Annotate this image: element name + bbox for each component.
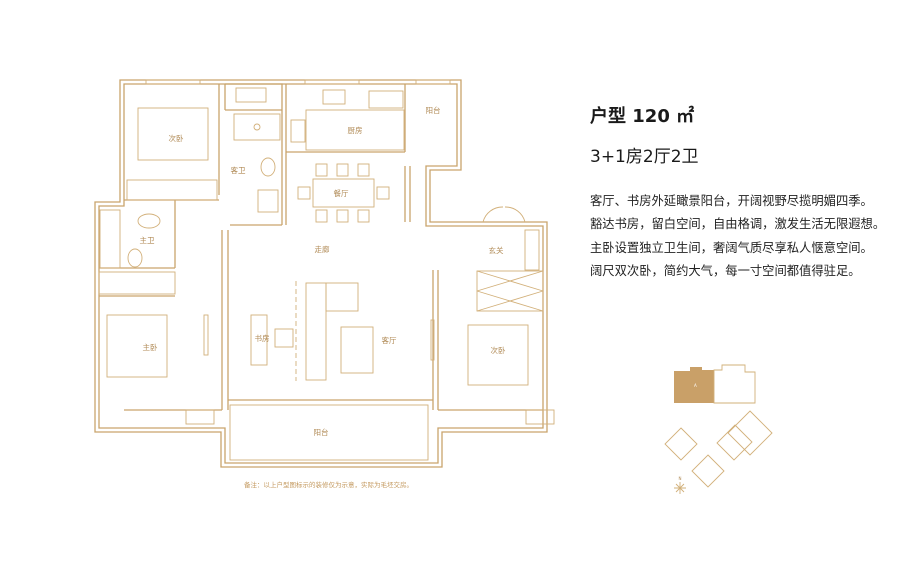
interior-walls xyxy=(99,83,543,411)
window xyxy=(415,79,451,85)
toilet xyxy=(127,248,143,268)
unit-title: 户型 120 ㎡ xyxy=(590,106,695,127)
room-label: 走廊 xyxy=(315,244,330,254)
chair xyxy=(274,328,294,348)
kitchen-sink xyxy=(322,89,346,105)
window xyxy=(145,79,201,85)
vent-shaft xyxy=(185,409,215,425)
sink xyxy=(137,213,161,229)
shoe-cabinet-cross xyxy=(476,270,544,312)
site-map: A N xyxy=(664,364,773,494)
room-label: 客卫 xyxy=(231,165,246,175)
outer-wall xyxy=(94,79,548,468)
dining-chairs xyxy=(297,163,390,223)
window xyxy=(304,79,360,85)
vent-shaft xyxy=(235,87,267,103)
compass-icon xyxy=(674,482,686,494)
cabinet xyxy=(524,229,540,271)
room-label: 次卧 xyxy=(491,345,506,355)
vent-shaft xyxy=(525,409,555,425)
disclaimer-note: 备注：以上户型图标示的装修仅为示意，实际为毛坯交房。 xyxy=(244,481,413,489)
balcony xyxy=(229,404,429,461)
bathtub xyxy=(99,209,121,269)
wardrobe xyxy=(98,271,176,295)
building-outline xyxy=(713,364,756,404)
sink xyxy=(257,189,279,213)
wardrobe xyxy=(126,179,218,201)
bed xyxy=(106,314,168,378)
room-label: 书房 xyxy=(255,333,270,343)
description-line: 阔尺双次卧，简约大气，每一寸空间都值得驻足。 xyxy=(590,263,861,278)
room-label: 客厅 xyxy=(382,335,397,345)
desk xyxy=(250,314,268,366)
room-label: 厨房 xyxy=(348,125,363,135)
description-line: 豁达书房，留白空间，自由格调，激发生活无限遐想。 xyxy=(590,217,886,232)
sofa-chaise xyxy=(325,282,359,312)
kitchen-counter xyxy=(305,109,405,151)
tv-cabinet xyxy=(430,319,435,361)
bed xyxy=(137,107,209,161)
dining-table xyxy=(312,178,375,208)
room-label: 主卫 xyxy=(140,235,155,245)
room-label: 阳台 xyxy=(426,105,441,115)
toilet xyxy=(260,157,276,177)
description-line: 客厅、书房外延瞰景阳台，开阔视野尽揽明媚四季。 xyxy=(590,194,873,208)
sofa xyxy=(305,282,327,381)
stove xyxy=(290,119,306,143)
tv-cabinet xyxy=(203,314,209,356)
unit-label: A xyxy=(694,383,697,388)
room-label: 玄关 xyxy=(489,245,504,255)
highlighted-unit xyxy=(674,367,714,403)
outer-wall-inner xyxy=(98,83,544,464)
description-line: 主卧设置独立卫生间，奢阔气质尽享私人惬意空间。 xyxy=(590,240,873,255)
room-label: 餐厅 xyxy=(334,189,349,198)
compass-north: N xyxy=(679,476,682,481)
entry-door xyxy=(482,206,526,223)
coffee-table xyxy=(340,326,374,374)
bathtub xyxy=(233,113,281,141)
room-label: 次卧 xyxy=(169,133,184,143)
drain-icon xyxy=(253,123,261,131)
unit-layout: 3+1房2厅2卫 xyxy=(590,147,699,167)
description: 客厅、书房外延瞰景阳台，开阔视野尽揽明媚四季。 豁达书房，留白空间，自由格调，激… xyxy=(590,190,885,283)
room-label: 阳台 xyxy=(314,427,329,437)
fridge xyxy=(368,90,404,109)
shoe-cabinet xyxy=(476,270,544,312)
bed xyxy=(467,324,529,386)
building-block xyxy=(664,410,773,488)
room-label: 主卧 xyxy=(143,342,158,352)
